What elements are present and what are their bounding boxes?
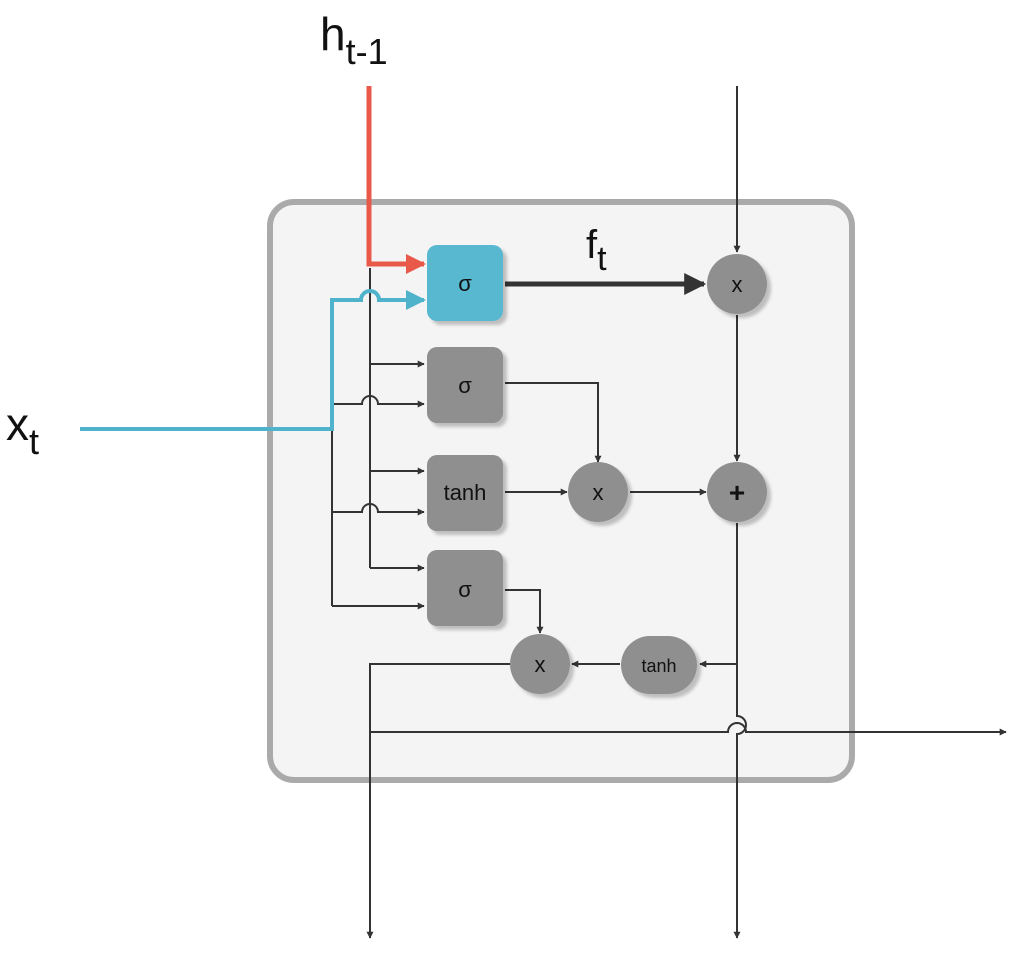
x-to-candidate-gate xyxy=(332,503,425,516)
cell-add-node: + xyxy=(707,462,767,522)
input-gate-to-mult xyxy=(505,382,602,463)
input-multiply-label: x xyxy=(593,480,604,505)
cell-add-label: + xyxy=(729,477,745,508)
hidden-prev-label: ht-1 xyxy=(320,8,388,72)
output-gate-to-mult xyxy=(505,589,544,634)
input-gate-label: σ xyxy=(458,373,472,398)
forget-gate: σ xyxy=(427,245,503,321)
hidden-state-out-right xyxy=(370,722,1007,736)
forget-gate-label: σ xyxy=(458,271,472,296)
output-gate-label: σ xyxy=(458,577,472,602)
hidden-input-line xyxy=(366,86,426,274)
x-input-line xyxy=(80,289,426,431)
cell-state-out xyxy=(733,523,747,939)
candidate-gate: tanh xyxy=(427,455,503,531)
forget-multiply-label: x xyxy=(732,272,743,297)
input-x-label: xt xyxy=(6,398,39,462)
forget-output-label: ft xyxy=(586,223,607,278)
cell-tanh-node: tanh xyxy=(621,636,697,694)
forget-multiply-node: x xyxy=(707,254,767,314)
connector-lines xyxy=(331,86,1007,939)
input-gate: σ xyxy=(427,347,503,423)
input-multiply-node: x xyxy=(568,462,628,522)
output-multiply-node: x xyxy=(510,634,570,694)
output-gate: σ xyxy=(427,550,503,626)
hidden-state-out-down xyxy=(366,663,510,939)
candidate-gate-label: tanh xyxy=(444,480,487,505)
x-to-input-gate xyxy=(332,395,425,408)
cell-tanh-label: tanh xyxy=(641,656,676,676)
output-multiply-label: x xyxy=(535,652,546,677)
